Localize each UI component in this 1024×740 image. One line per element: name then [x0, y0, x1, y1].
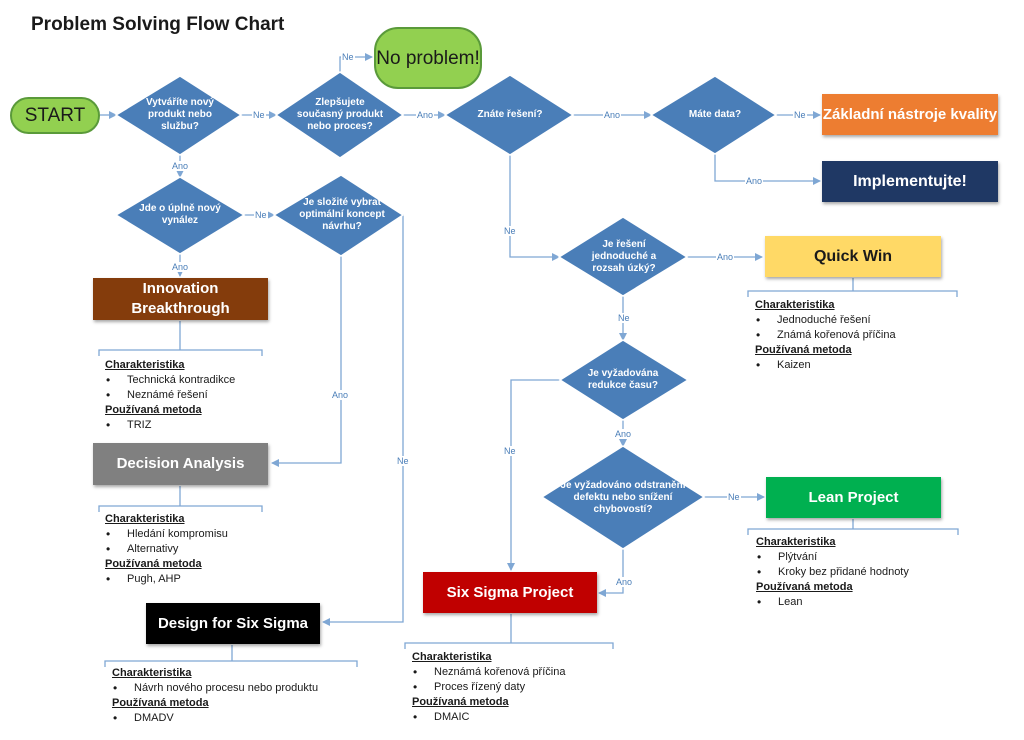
info-header-metoda: Používaná metoda	[755, 344, 852, 356]
decision-d3-shape	[443, 74, 575, 156]
decision-d6-shape	[272, 174, 405, 257]
outcome-zakladni: Základní nástroje kvality	[822, 94, 998, 135]
bracket-decision	[98, 486, 263, 512]
info-header-charakteristika: Charakteristika	[756, 536, 836, 548]
info-item: Kaizen	[755, 358, 955, 373]
info-item: Plýtvání	[756, 550, 956, 565]
decision-d6-text: Je složité vybrat optimální koncept návr…	[299, 197, 385, 232]
info-header-charakteristika: Charakteristika	[112, 667, 192, 679]
edge-label-ano: Ano	[171, 262, 190, 272]
outcome-lean: Lean Project	[766, 477, 941, 518]
decision-d1-shape	[114, 75, 243, 156]
info-item: Pugh, AHP	[105, 572, 275, 587]
info-header-charakteristika: Charakteristika	[105, 359, 185, 371]
info-item: DMADV	[112, 711, 362, 726]
decision-d1-text: Vytváříte nový produkt nebo službu?	[146, 97, 214, 132]
info-item: Technická kontradikce	[105, 373, 275, 388]
edge-label-ne: Ne	[793, 110, 807, 120]
info-item: Alternativy	[105, 542, 275, 557]
edge-label-ne: Ne	[503, 226, 517, 236]
info-item: TRIZ	[105, 418, 275, 433]
edge-label-ne: Ne	[341, 52, 355, 62]
info-item: Neznámé řešení	[105, 388, 275, 403]
bracket-lean	[747, 519, 959, 535]
edge-d6-decision	[271, 256, 342, 467]
decision-d2-text: Zlepšujete současný produkt nebo proces?	[296, 97, 384, 132]
info-header-charakteristika: Charakteristika	[755, 299, 835, 311]
edge-d3-d7	[509, 155, 560, 261]
info-item: Proces řízený daty	[412, 680, 612, 695]
info-header-metoda: Používaná metoda	[112, 697, 209, 709]
bracket-quickwin	[747, 278, 958, 297]
decision-d9-text: Je vyžadováno odstranění defektu nebo sn…	[560, 480, 686, 515]
bracket-innovation	[98, 321, 263, 356]
info-item: Kroky bez přidané hodnoty	[756, 565, 956, 580]
edge-label-ano: Ano	[603, 110, 622, 120]
decision-d8-text: Je vyžadována redukce času?	[587, 368, 659, 391]
decision-d3-text: Znáte řešení?	[477, 109, 543, 120]
edge-d9-sixsigma	[598, 549, 624, 597]
decision-d5-shape	[114, 176, 246, 255]
outcome-implementujte: Implementujte!	[822, 161, 998, 202]
info-header-metoda: Používaná metoda	[105, 404, 202, 416]
outcome-decision-analysis: Decision Analysis	[93, 443, 268, 485]
outcome-six-sigma: Six Sigma Project	[423, 572, 597, 613]
outcome-quick-win: Quick Win	[765, 236, 941, 277]
decision-d2-shape	[274, 71, 405, 159]
info-item: Jednoduché řešení	[755, 313, 955, 328]
edge-label-ne: Ne	[396, 456, 410, 466]
edge-d6-dfss	[322, 214, 404, 626]
start-terminal: START	[10, 97, 100, 134]
outcome-dfss: Design for Six Sigma	[146, 603, 320, 644]
edge-d4-implementujte	[714, 154, 821, 185]
bracket-dfss	[104, 645, 358, 667]
info-item: Hledání kompromisu	[105, 527, 275, 542]
bracket-sixsigma	[404, 614, 614, 649]
edge-label-ano: Ano	[171, 161, 190, 171]
info-item: DMAIC	[412, 710, 612, 725]
info-quick-win: Charakteristika Jednoduché řešení Známá …	[755, 298, 955, 373]
decision-d7-text: Je řešení jednoduché a rozsah úzký?	[591, 239, 657, 274]
edge-label-ne: Ne	[254, 210, 268, 220]
info-item: Neznámá kořenová příčina	[412, 665, 612, 680]
outcome-innovation: Innovation Breakthrough	[93, 278, 268, 320]
edge-label-ano: Ano	[716, 252, 735, 262]
info-lean: Charakteristika Plýtvání Kroky bez přida…	[756, 535, 956, 610]
decision-d4-shape	[649, 75, 778, 155]
info-header-metoda: Používaná metoda	[105, 558, 202, 570]
page-title: Problem Solving Flow Chart	[31, 14, 285, 35]
edge-label-ano: Ano	[614, 429, 633, 439]
info-item: Návrh nového procesu nebo produktu	[112, 681, 362, 696]
edge-label-ne: Ne	[727, 492, 741, 502]
info-item: Známá kořenová příčina	[755, 328, 955, 343]
decision-d7-shape	[557, 216, 689, 297]
decision-d5-text: Jde o úplně nový vynález	[139, 203, 221, 226]
info-six-sigma: Charakteristika Neznámá kořenová příčina…	[412, 650, 612, 725]
edge-d2-noproblem	[339, 53, 373, 72]
edge-label-ano: Ano	[615, 577, 634, 587]
info-header-charakteristika: Charakteristika	[105, 513, 185, 525]
info-decision-analysis: Charakteristika Hledání kompromisu Alter…	[105, 512, 275, 587]
edge-label-ne: Ne	[503, 446, 517, 456]
no-problem-terminal: No problem!	[374, 27, 482, 89]
edge-d8-sixsigma	[507, 379, 560, 571]
info-item: Lean	[756, 595, 956, 610]
edge-label-ne: Ne	[252, 110, 266, 120]
edge-label-ano: Ano	[416, 110, 435, 120]
info-dfss: Charakteristika Návrh nového procesu neb…	[112, 666, 362, 726]
edge-label-ano: Ano	[331, 390, 350, 400]
decision-d8-shape	[558, 339, 690, 421]
info-header-charakteristika: Charakteristika	[412, 651, 492, 663]
info-innovation: Charakteristika Technická kontradikce Ne…	[105, 358, 275, 433]
info-header-metoda: Používaná metoda	[412, 696, 509, 708]
decision-d9-shape	[540, 445, 706, 550]
info-header-metoda: Používaná metoda	[756, 581, 853, 593]
edge-label-ano: Ano	[745, 176, 764, 186]
decision-d4-text: Máte data?	[688, 109, 742, 120]
edge-label-ne: Ne	[617, 313, 631, 323]
